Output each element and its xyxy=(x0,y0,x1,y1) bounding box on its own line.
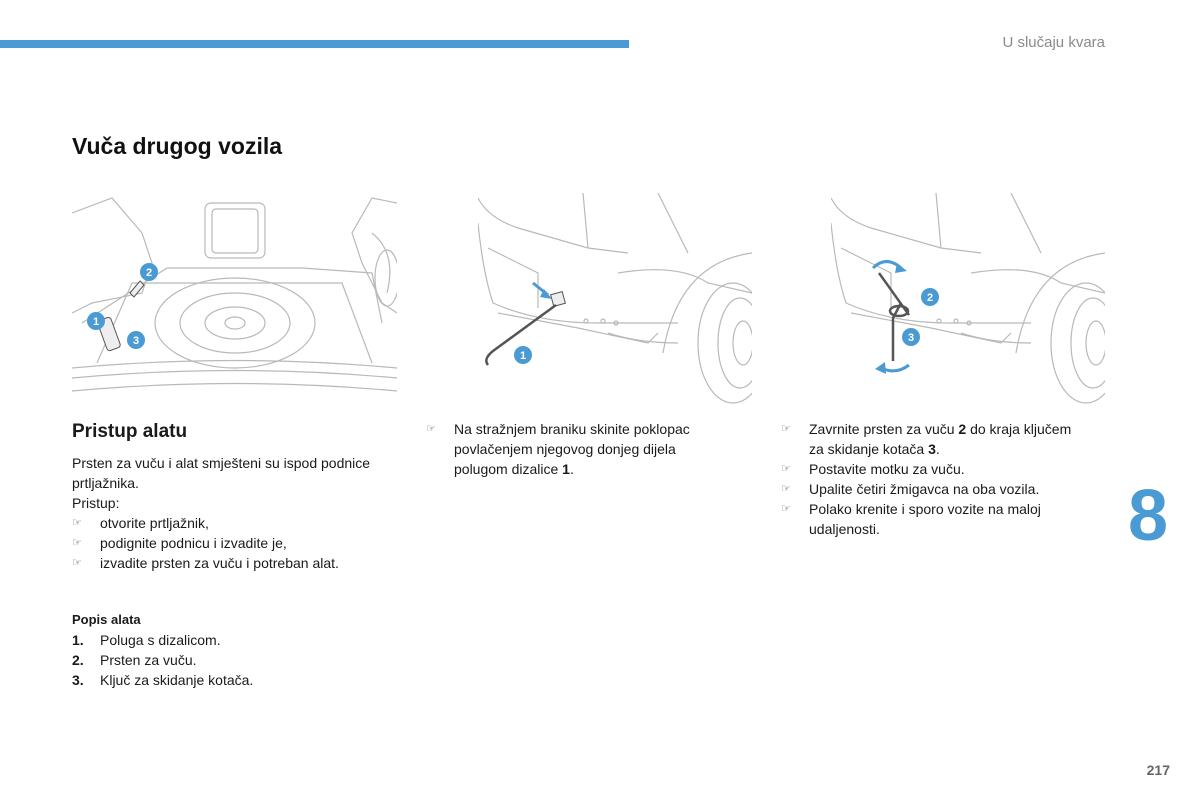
list-item: ☞ podignite podnicu i izvadite je, xyxy=(72,535,287,551)
tool-name: Prsten za vuču. xyxy=(100,652,197,668)
list-item: ☞ Postavite motku za vuču. xyxy=(781,461,965,477)
tool-number: 1. xyxy=(72,632,84,648)
tow-ring-callouts: 2 3 xyxy=(902,288,939,346)
svg-text:1: 1 xyxy=(93,316,99,328)
towing-instructions: ☞ Zavrnite prsten za vuču 2 do kraja klj… xyxy=(781,419,1111,539)
tow-ring-drawing: 2 3 xyxy=(831,193,1105,404)
svg-text:3: 3 xyxy=(133,335,139,347)
list-item: ☞ izvadite prsten za vuču i potreban ala… xyxy=(72,555,339,571)
list-item: ☞ Zavrnite prsten za vuču 2 do kraja klj… xyxy=(781,421,1072,457)
tool-number: 3. xyxy=(72,672,84,688)
header-accent-bar xyxy=(0,40,629,48)
callout-3-icon: 3 xyxy=(127,331,145,349)
list-item: ☞ otvorite prtljažnik, xyxy=(72,515,209,531)
page-number: 217 xyxy=(1146,762,1170,778)
bumper-cover-illustration: 1 xyxy=(478,193,752,411)
tool-list-item: 1. Poluga s dizalicom. xyxy=(72,630,392,650)
tool-access-title: Pristup alatu xyxy=(72,421,188,442)
pointing-hand-icon: ☞ xyxy=(426,423,436,435)
svg-text:1: 1 xyxy=(520,350,526,362)
pointing-hand-icon: ☞ xyxy=(781,463,791,475)
tool-list-section: Popis alata 1. Poluga s dizalicom. 2. Pr… xyxy=(72,610,392,690)
trunk-callouts: 2 1 3 xyxy=(87,263,158,349)
pointing-hand-icon: ☞ xyxy=(781,503,791,515)
callout-1-icon: 1 xyxy=(87,312,105,330)
tool-list-item: 2. Prsten za vuču. xyxy=(72,650,392,670)
pointing-hand-icon: ☞ xyxy=(72,517,82,529)
access-steps: ☞ otvorite prtljažnik, ☞ podignite podni… xyxy=(72,513,392,573)
access-label: Pristup: xyxy=(72,495,120,511)
tool-list-title: Popis alata xyxy=(72,612,141,627)
trunk-drawing: 2 1 3 xyxy=(72,197,397,392)
pointing-hand-icon: ☞ xyxy=(72,557,82,569)
bumper-instructions: ☞ Na stražnjem braniku skinite poklopac … xyxy=(426,419,746,479)
pointing-hand-icon: ☞ xyxy=(781,483,791,495)
section-title: U slučaju kvara xyxy=(1002,34,1105,51)
pointing-hand-icon: ☞ xyxy=(72,537,82,549)
trunk-illustration: 2 1 3 xyxy=(72,193,397,411)
tool-list-item: 3. Ključ za skidanje kotača. xyxy=(72,670,392,690)
callout-3-icon: 3 xyxy=(902,328,920,346)
bumper-cover-drawing: 1 xyxy=(478,193,752,404)
chapter-number: 8 xyxy=(1128,476,1169,556)
pointing-hand-icon: ☞ xyxy=(781,423,791,435)
tool-name: Ključ za skidanje kotača. xyxy=(100,672,254,688)
svg-text:2: 2 xyxy=(146,267,152,279)
tool-access-intro: Prsten za vuču i alat smješteni su ispod… xyxy=(72,455,371,491)
page-title: Vuča drugog vozila xyxy=(72,133,283,159)
svg-text:3: 3 xyxy=(908,332,914,344)
list-item: ☞ Upalite četiri žmigavca na oba vozila. xyxy=(781,481,1040,497)
tool-number: 2. xyxy=(72,652,84,668)
list-item: ☞ Polako krenite i sporo vozite na maloj… xyxy=(781,501,1041,537)
list-item: ☞ Na stražnjem braniku skinite poklopac … xyxy=(426,421,690,477)
callout-2-icon: 2 xyxy=(921,288,939,306)
callout-2-icon: 2 xyxy=(140,263,158,281)
tool-access-section: Pristup alatu Prsten za vuču i alat smje… xyxy=(72,421,392,573)
tool-name: Poluga s dizalicom. xyxy=(100,632,221,648)
bumper-callouts: 1 xyxy=(514,346,532,364)
tow-ring-illustration: 2 3 xyxy=(831,193,1105,411)
svg-text:2: 2 xyxy=(927,292,933,304)
callout-1-icon: 1 xyxy=(514,346,532,364)
